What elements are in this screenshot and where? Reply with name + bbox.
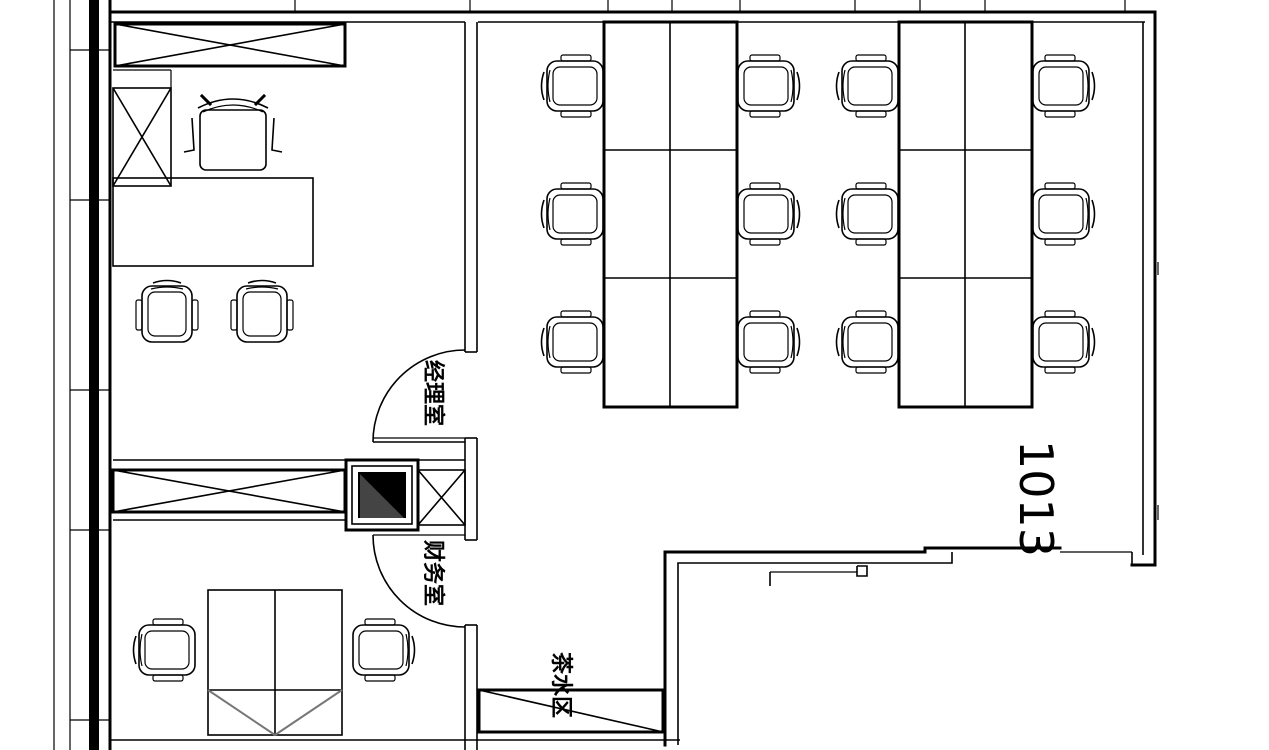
manager-door [372, 349, 466, 443]
workstation-chair [1032, 310, 1096, 374]
west-wall [53, 0, 112, 750]
shaft [344, 458, 420, 532]
workstation-chair [737, 310, 801, 374]
workstation-chair [540, 182, 604, 246]
finance-door [372, 534, 466, 628]
manager-desk [112, 177, 314, 267]
workstation-chair [835, 182, 899, 246]
office-partition [464, 22, 478, 750]
shaft-box [417, 469, 466, 526]
workstation-chair [1032, 182, 1096, 246]
manager-cabinet [113, 22, 347, 68]
finance-chair-1 [132, 618, 196, 682]
workstation-chair [835, 310, 899, 374]
workstation-cluster-1 [602, 20, 739, 409]
manager-chair [183, 93, 283, 171]
south-east-wall [663, 546, 1133, 747]
workstation-chair [737, 182, 801, 246]
workstation-chair [1032, 54, 1096, 118]
finance-desk [207, 589, 343, 736]
tea-counter [477, 688, 665, 734]
room-label-manager: 经理室 [420, 360, 446, 426]
room-label-tea: 茶水区 [548, 652, 573, 718]
east-wall [1130, 10, 1159, 567]
workstation-cluster-2 [897, 20, 1034, 409]
finance-chair-2 [352, 618, 416, 682]
workstation-chair [540, 54, 604, 118]
unit-number: 1013 [1009, 440, 1063, 557]
room-label-finance: 财务室 [420, 540, 446, 606]
workstation-chair [737, 54, 801, 118]
north-wall [108, 0, 1157, 23]
manager-side-cabinet [112, 69, 172, 187]
guest-chair-1 [135, 279, 199, 343]
guest-chair-2 [230, 279, 294, 343]
workstation-chair [835, 54, 899, 118]
workstation-chair [540, 310, 604, 374]
